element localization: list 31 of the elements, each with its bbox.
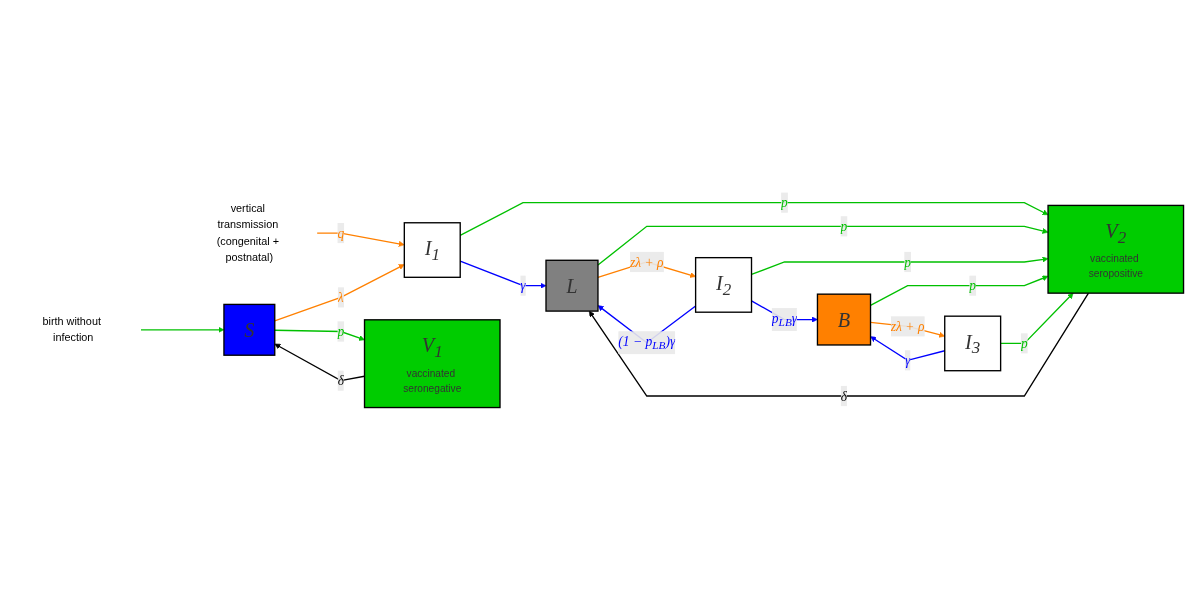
node-box: V$_{2}$ vaccinated seropositive [1047, 204, 1185, 294]
arrow [597, 225, 1049, 266]
edge-label: zλ + ρ [890, 318, 925, 334]
arrow [274, 264, 405, 322]
edge-label: p$_{LB}$γ [771, 310, 798, 330]
node-box: V$_{1}$ vaccinated seronegative [363, 319, 501, 409]
node-box: I$_{2}$ [694, 257, 753, 313]
edge-label: p [337, 324, 345, 339]
edge-label: p [840, 218, 848, 234]
edge-label: δ [840, 388, 848, 404]
edge-label: γ [904, 352, 911, 368]
node-box: B [816, 293, 872, 346]
edge-label: δ [337, 373, 344, 389]
edge-label: p [1020, 336, 1028, 351]
edge-label: (1 − p$_{LB}$)γ [618, 333, 676, 353]
edge-label: p [781, 195, 788, 211]
node-box: S [223, 303, 276, 356]
edge-label: zλ + ρ [630, 254, 664, 270]
edge-label: γ [520, 278, 526, 294]
node-text: birth without infection [42, 315, 101, 344]
edge-label: q [337, 225, 345, 241]
arrow [588, 292, 1090, 397]
edge-label: p [969, 278, 977, 294]
arrow [316, 232, 405, 247]
edge-label: λ [337, 290, 344, 305]
edge-label: p [904, 254, 912, 270]
node-box: I$_{3}$ [944, 315, 1002, 372]
arrow [274, 329, 365, 341]
node-text: vertical transmission (congenital + postnatal) [216, 202, 280, 263]
node-box: I$_{1}$ [403, 222, 461, 278]
node-box: L [545, 259, 599, 312]
